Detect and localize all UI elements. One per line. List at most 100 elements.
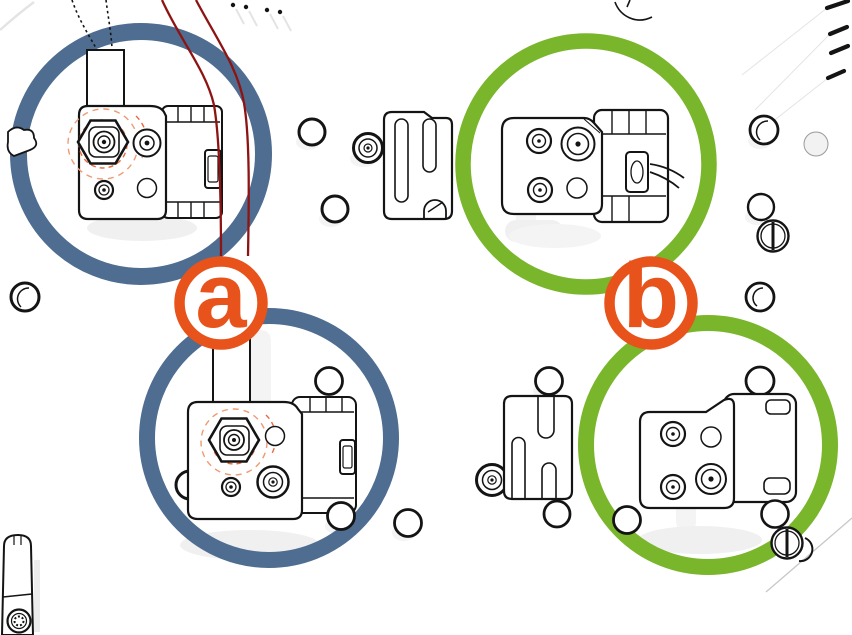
mounting-plate-lower-group (475, 366, 574, 529)
screw-rim (665, 426, 681, 442)
shadow-blob (509, 224, 601, 248)
body-hole (566, 177, 588, 199)
body-hole (700, 426, 722, 448)
smooth-rod-group (0, 533, 40, 635)
slotted-plate (382, 110, 454, 221)
cable-dot (264, 7, 270, 13)
screw-head (132, 128, 162, 158)
callout-badge-b: b (604, 245, 698, 350)
callout-ring-b (604, 256, 698, 350)
belt-tooth (824, 0, 851, 11)
highlight-ring-b-lower (578, 315, 838, 575)
cable-stub (649, 163, 685, 179)
wire-arc (614, 1, 653, 21)
body-hole (136, 177, 158, 199)
screw-recess (487, 475, 497, 485)
washer (326, 501, 356, 531)
callout-badge-a: a (174, 245, 268, 350)
large-screw (695, 463, 727, 495)
small-screw (659, 473, 687, 501)
faint-arc (0, 1, 35, 31)
hex-nut-highlighted (67, 108, 148, 180)
mounting-plate-upper-group (297, 110, 454, 224)
cable-dot (230, 2, 236, 8)
washer (393, 508, 423, 538)
screw-center (671, 432, 675, 436)
belt-leader-line (741, 7, 828, 76)
overlap-ring-edge (798, 537, 814, 563)
screw-head (358, 138, 378, 158)
screw-rim (665, 479, 681, 495)
back-plate (161, 105, 223, 219)
idler-assembly-b-upper (500, 108, 685, 224)
screw-rim (139, 135, 155, 151)
decorations (0, 0, 852, 593)
torx-recess (13, 615, 25, 627)
slotted-screw (756, 219, 790, 253)
right-fasteners (746, 114, 829, 253)
screw-center (708, 476, 714, 482)
dot-tail (269, 13, 279, 30)
washer (748, 114, 780, 146)
screw-rim (531, 133, 547, 149)
screw-rim (98, 184, 110, 196)
screw-recess (363, 143, 373, 153)
latch (204, 149, 222, 189)
latch-slot (342, 445, 353, 469)
shadow-blob (87, 215, 197, 241)
slotted-plate (502, 394, 574, 501)
red-cable (194, 0, 250, 257)
small-tab-part (6, 126, 38, 157)
shadow-blob (638, 526, 762, 554)
screw-center (366, 146, 370, 150)
screw-rim (700, 468, 722, 490)
nut-ring (223, 429, 245, 451)
screw-center (229, 485, 233, 489)
washer (744, 281, 776, 313)
latch (625, 151, 649, 193)
plate-fold-line (705, 400, 724, 413)
plate-slot (763, 477, 791, 495)
washer (760, 499, 790, 529)
cable-dot (243, 4, 249, 10)
red-cables (160, 0, 250, 257)
plate-notch (423, 199, 447, 219)
small-screw (526, 176, 554, 204)
large-screw (560, 126, 596, 162)
latch-slot (207, 155, 219, 183)
ghost-washer (803, 131, 829, 157)
idler-assembly-b-lower (612, 281, 814, 563)
washer (746, 192, 776, 222)
washer-inner-edge (752, 287, 764, 307)
small-screw (93, 179, 115, 201)
rod-screw-head (6, 608, 32, 634)
screw-center (102, 188, 106, 192)
tension-arm (86, 49, 125, 109)
small-screw (525, 127, 553, 155)
washer (320, 194, 350, 224)
belt-tooth (828, 43, 851, 56)
screw-with-washer (256, 465, 290, 499)
screw-center (538, 188, 542, 192)
wire-tick (626, 0, 631, 8)
screw-center (575, 141, 581, 147)
red-cable (160, 0, 223, 257)
left-fasteners (6, 126, 41, 313)
nut-ring (92, 130, 116, 154)
plate-fold-line (583, 118, 601, 134)
rod-seam (2, 593, 33, 598)
latch-slot (630, 160, 644, 184)
body-hole (264, 425, 286, 447)
nylon-cable-dotted (105, 0, 113, 49)
washer (534, 366, 564, 396)
belt-teeth-dashes (824, 0, 851, 81)
screw-center (490, 478, 494, 482)
washer (9, 281, 41, 313)
callout-label-a: a (195, 245, 247, 347)
rod-screw-rim (10, 612, 28, 630)
highlight-ring-a-lower (139, 308, 399, 568)
screw-head (481, 469, 503, 491)
washer (314, 366, 344, 396)
